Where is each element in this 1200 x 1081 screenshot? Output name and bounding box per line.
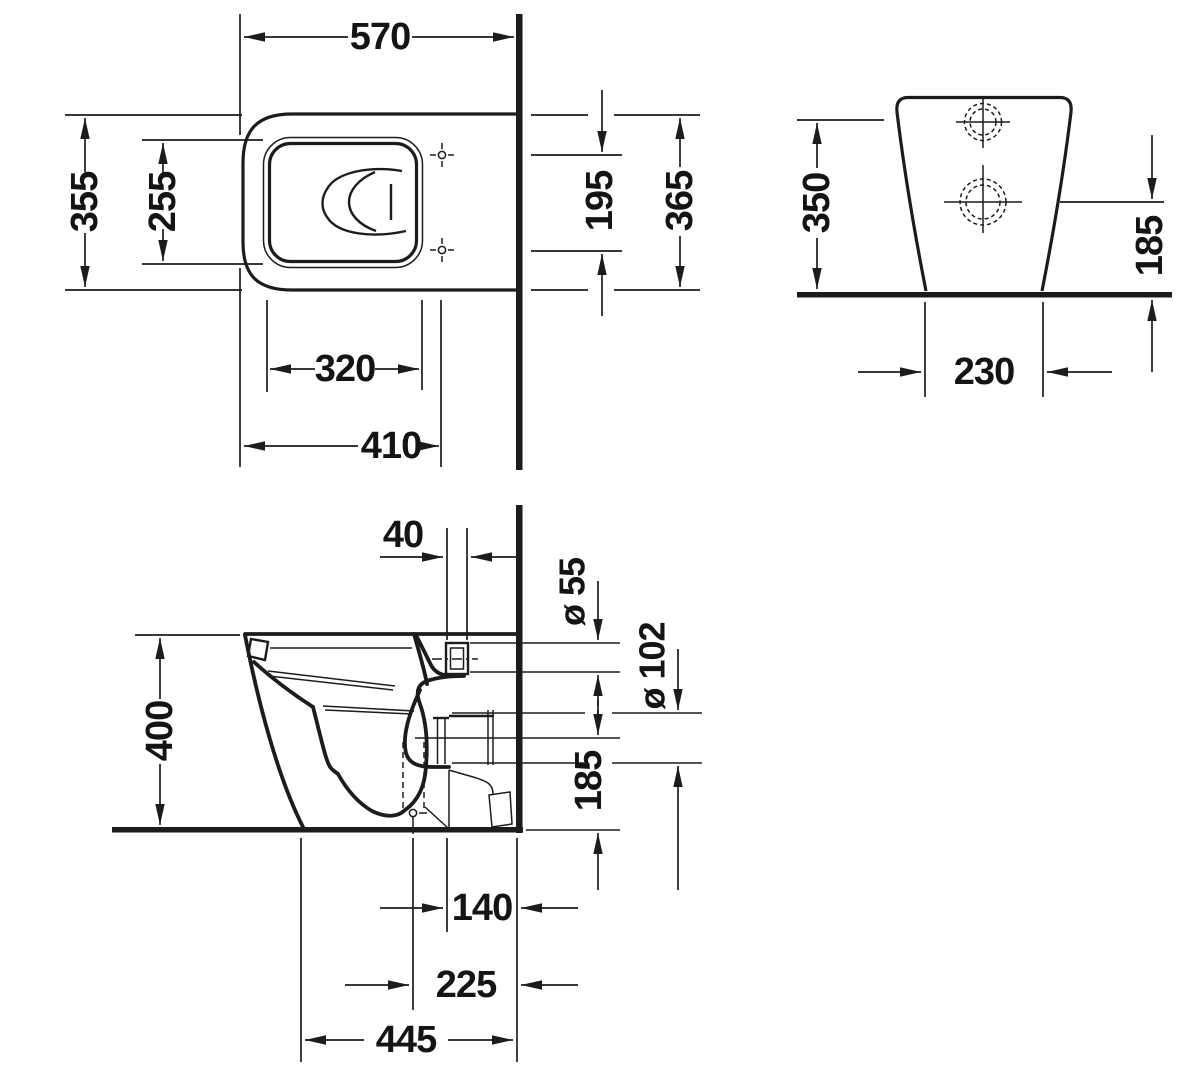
centerlines-rear <box>944 97 1022 233</box>
dim-outlet-height-rear: 185 <box>1060 135 1171 372</box>
dim-rim-height: 400 <box>135 634 240 825</box>
section-view: 400 40 ø 55 ø 102 185 <box>112 505 702 1062</box>
dim-label-140: 140 <box>452 887 512 929</box>
dim-inlet-offset: 40 <box>380 514 516 640</box>
dim-floor-outlet-to-wall: 225 <box>345 838 578 1010</box>
dim-label-400: 400 <box>139 701 181 761</box>
dim-outlet-height-section: 185 <box>568 700 610 890</box>
dim-label-410: 410 <box>361 425 421 467</box>
dim-bowl-length: 320 <box>266 300 423 392</box>
dim-label-dia102: ø 102 <box>632 622 673 709</box>
dim-base-depth: 445 <box>300 838 518 1062</box>
floor-outlet-hidden <box>402 742 427 834</box>
dim-label-40: 40 <box>383 514 423 556</box>
inlet-spigot-section <box>432 641 478 676</box>
dim-label-dia55: ø 55 <box>552 557 593 626</box>
dim-label-255: 255 <box>142 171 184 232</box>
dim-label-320: 320 <box>315 348 375 390</box>
dim-label-365: 365 <box>659 170 701 231</box>
dim-label-185-section: 185 <box>568 750 610 811</box>
dim-overall-depth: 570 <box>239 14 514 135</box>
dim-fixing-spacing: 195 <box>531 90 622 316</box>
dim-label-230: 230 <box>954 351 1014 393</box>
dim-label-570: 570 <box>350 16 410 58</box>
wall-line-section <box>516 505 523 833</box>
outlet-hole <box>959 178 1007 226</box>
floor-line-section <box>112 827 523 833</box>
dim-bowl-width: 255 <box>142 139 263 265</box>
plan-view: 570 355 255 320 <box>64 14 701 470</box>
dim-edge-to-wall: 365 <box>531 114 701 291</box>
dim-front-to-fixing: 410 <box>239 268 442 467</box>
rear-view: 350 185 230 <box>796 95 1172 397</box>
bowl-rim-outer <box>262 136 424 269</box>
pan-outline-plan <box>241 112 516 292</box>
dim-base-width: 230 <box>858 302 1112 397</box>
dim-overall-width: 355 <box>64 114 242 291</box>
pan-profile-section <box>243 632 518 830</box>
dim-inlet-diameter: ø 55 <box>552 557 603 717</box>
dim-outlet-to-wall: 140 <box>380 838 578 932</box>
bowl-rim-inner <box>267 141 419 264</box>
dim-outlet-diameter: ø 102 <box>632 622 683 890</box>
fixing-hole-top <box>430 143 454 167</box>
dim-inlet-height: 350 <box>796 119 884 289</box>
wall-line-plan <box>516 14 523 470</box>
dim-label-445: 445 <box>376 1019 437 1061</box>
dim-label-355: 355 <box>64 171 106 232</box>
outlet-reference-lines <box>415 642 702 831</box>
fixing-hole-bottom <box>430 238 454 262</box>
dim-label-350: 350 <box>796 173 838 233</box>
inlet-hole <box>963 102 1003 142</box>
floor-line-rear <box>797 292 1172 298</box>
pan-outline-rear <box>895 95 1073 292</box>
dim-label-225: 225 <box>436 964 497 1006</box>
dim-label-195: 195 <box>579 170 621 231</box>
water-surface <box>321 168 407 236</box>
dim-label-185-rear: 185 <box>1129 215 1171 276</box>
